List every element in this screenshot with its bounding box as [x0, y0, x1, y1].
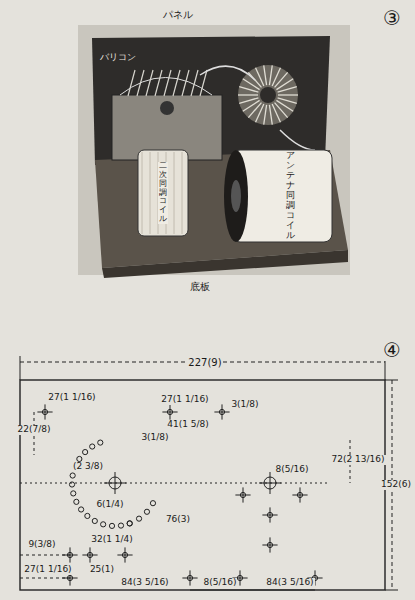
dimension: 152(6) — [380, 480, 412, 490]
dimension: 227(9) — [187, 357, 222, 368]
dimension: 76(3) — [165, 515, 191, 525]
callout-number: ③ — [382, 7, 402, 29]
part-label: アンテナ同調コイル — [285, 151, 296, 240]
wire — [200, 66, 255, 80]
dimension: 22(7/8) — [17, 425, 52, 435]
part-label: バリコン — [99, 53, 137, 63]
callout-number: ④ — [382, 339, 402, 361]
dimension: 8(5/16) — [275, 465, 310, 475]
dimension: 9(3/8) — [27, 540, 56, 550]
panel-drawing — [20, 356, 398, 590]
photo — [78, 25, 350, 278]
dimension: 72(2 13/16) — [331, 455, 386, 465]
dimension: 25(1) — [89, 565, 115, 575]
dimension: 84(3 5/16) — [265, 578, 314, 588]
part-label: 底板 — [189, 281, 211, 292]
panel — [92, 36, 330, 165]
dimension: 3(1/8) — [230, 400, 259, 410]
dimension: (2 3/8) — [72, 462, 104, 472]
dimension: 6(1/4) — [95, 500, 124, 510]
dimension: 8(5/16) — [203, 578, 238, 588]
antenna-coil — [224, 150, 332, 242]
secondary-coil — [138, 150, 188, 236]
dimension: 32(1 1/4) — [90, 535, 134, 545]
dimension: 27(1 1/16) — [47, 393, 96, 403]
dimension: 3(1/8) — [140, 433, 169, 443]
wire — [280, 130, 315, 150]
dimension: 27(1 1/16) — [23, 565, 72, 575]
dimension: 41(1 5/8) — [166, 420, 210, 430]
part-label: 二次同調コイル — [158, 162, 168, 224]
part-label: パネル — [162, 9, 194, 20]
dimension: 84(3 5/16) — [120, 578, 169, 588]
base-board — [95, 150, 348, 268]
dimension: 27(1 1/16) — [160, 395, 209, 405]
variable-capacitor — [112, 70, 222, 160]
